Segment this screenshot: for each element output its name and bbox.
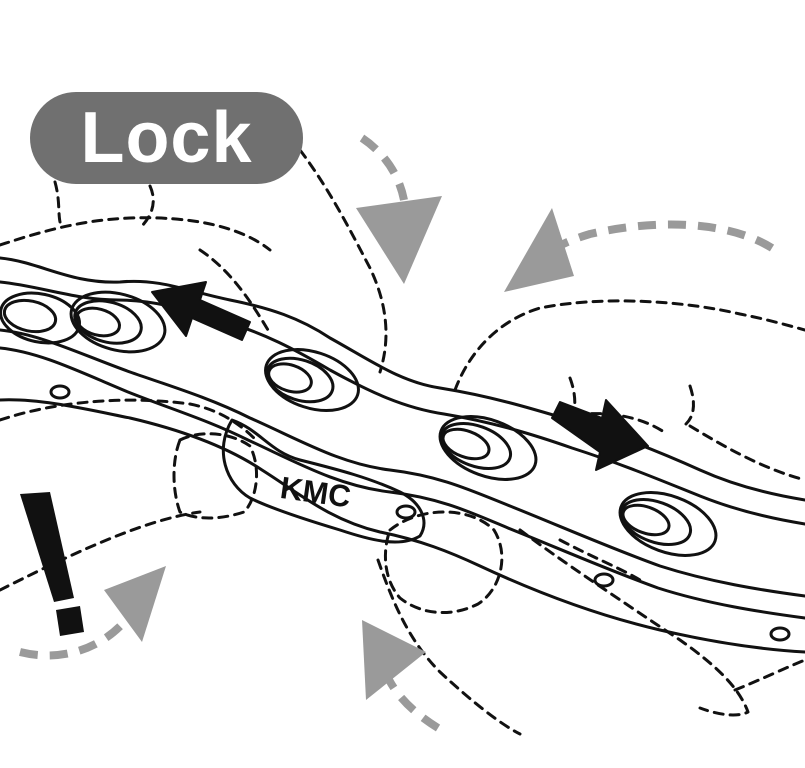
bicycle-chain [0,256,805,654]
pin-hole [49,384,71,400]
lock-badge: Lock [30,92,303,184]
pin-hole [769,626,791,642]
pin-hole [593,572,615,588]
motion-arrow-head-up-right [362,620,426,700]
motion-arrow-head-left [504,208,574,292]
roller [0,291,81,345]
lock-label: Lock [80,98,253,178]
exclamation-mark-icon [20,492,84,636]
motion-arrow-head-up-left [104,566,166,642]
hands-outline [0,148,805,736]
roller [618,491,718,557]
roller [264,348,360,412]
roller [438,415,538,481]
pin-hole [395,504,417,520]
motion-arrow-head-down [356,196,442,284]
push-arrow-icon-left [151,281,251,341]
master-link-plate [221,418,426,544]
push-arrows [151,281,649,471]
push-arrow-icon-right [551,399,649,471]
